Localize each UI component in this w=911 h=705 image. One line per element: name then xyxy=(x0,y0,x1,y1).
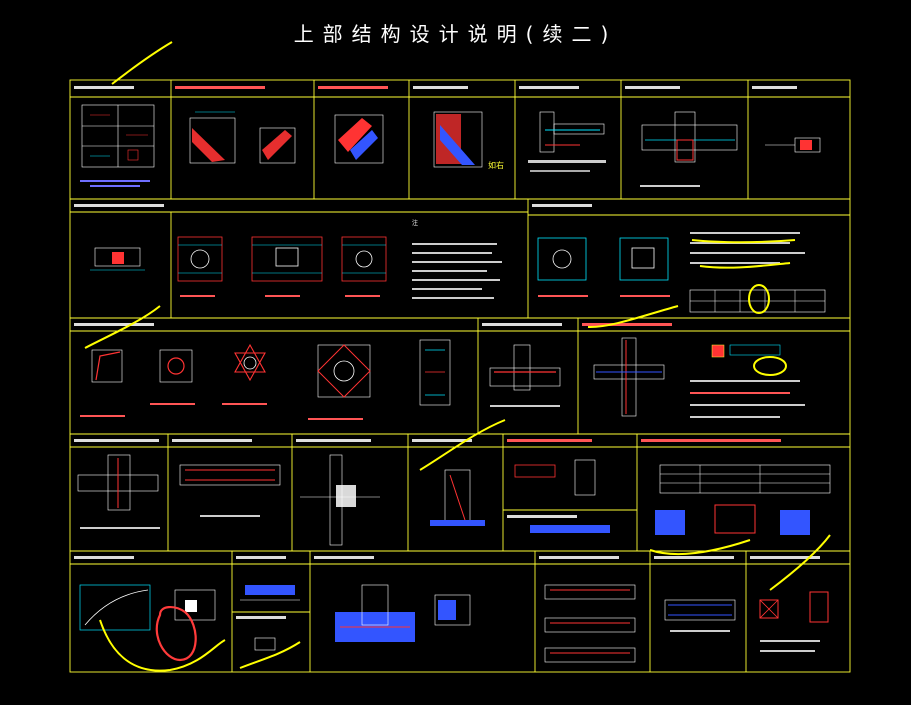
detail-1-footnote xyxy=(80,180,150,187)
detail-6-footing xyxy=(640,111,738,187)
detail-11-columns xyxy=(80,339,451,420)
detail-3-corner xyxy=(334,114,384,164)
detail-14-wall-beam xyxy=(77,454,160,529)
notes-label: 注 xyxy=(412,219,418,227)
detail-9-openings xyxy=(177,236,387,297)
detail-25-slabs xyxy=(544,584,636,663)
detail-7-beam xyxy=(765,137,821,153)
detail-26-beam xyxy=(664,599,736,632)
markup-annotations xyxy=(84,41,831,672)
detail-12-joint xyxy=(489,344,561,407)
detail-18-section xyxy=(514,459,610,533)
detail-27-joint xyxy=(759,591,829,652)
detail-1-table xyxy=(81,104,155,168)
detail-21-stair xyxy=(79,584,216,631)
detail-10-notes xyxy=(689,232,826,313)
detail-24-foundation xyxy=(335,584,471,642)
detail-23-small xyxy=(254,637,276,651)
detail-16-column-base xyxy=(300,454,380,546)
detail-19-table xyxy=(655,464,831,535)
detail-4-corner: 如右 xyxy=(433,111,504,170)
handwritten-note: 如右 xyxy=(488,160,504,170)
sheet-title: 上部结构设计说明(续二) xyxy=(293,22,618,46)
detail-15-beam xyxy=(179,464,281,517)
detail-10-openings xyxy=(537,237,670,297)
detail-13-cross xyxy=(593,337,805,418)
detail-2-corner xyxy=(189,111,296,164)
detail-17-base xyxy=(430,469,485,526)
detail-8-opening xyxy=(90,247,145,271)
detail-22-beam xyxy=(240,585,300,601)
frame-grid xyxy=(69,79,851,673)
detail-9-notes: 注 xyxy=(412,219,502,299)
detail-5-beam xyxy=(528,111,606,172)
cell-headers xyxy=(74,86,820,619)
